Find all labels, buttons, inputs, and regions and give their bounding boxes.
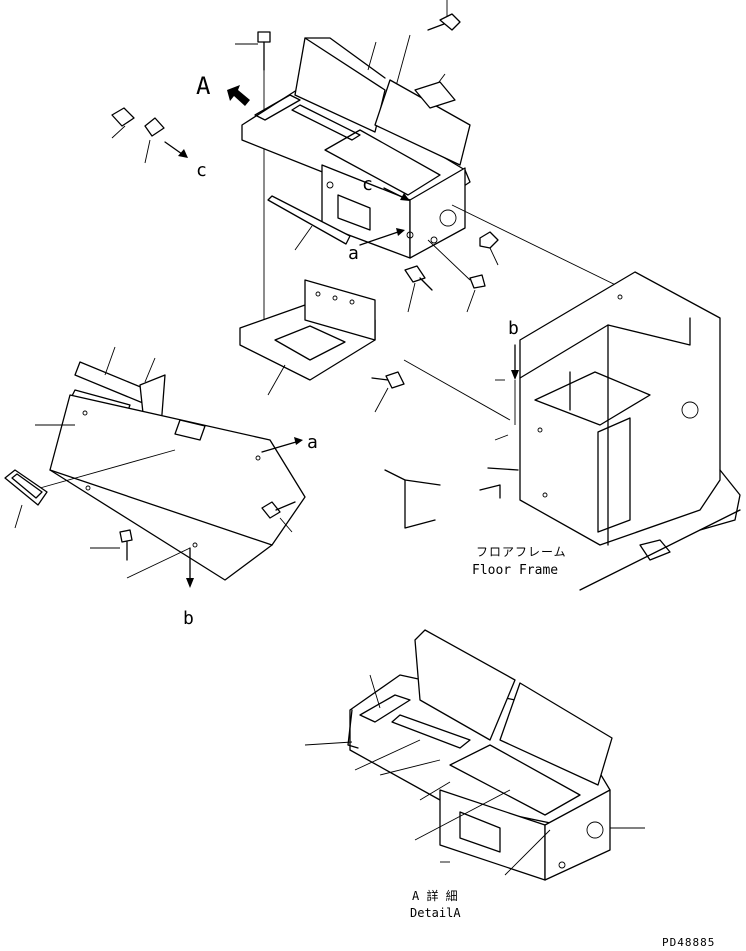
cover-bolt: [261, 501, 296, 533]
ref-b-bottom-label: b: [183, 608, 194, 629]
arrow-a-lower: [261, 437, 303, 453]
top-bolt: [235, 31, 271, 345]
detail-a-jp-label: A 詳 細: [412, 888, 458, 903]
ref-c-mid-label: c: [362, 174, 373, 195]
label-plate: [4, 469, 48, 529]
floor-frame: [519, 271, 741, 591]
lower-bracket: [239, 279, 376, 396]
view-a-arrow: [227, 85, 250, 106]
long-bar: [267, 195, 351, 251]
ref-b-top-label: b: [508, 318, 519, 339]
detail-a-assembly: [304, 629, 645, 881]
ref-a-lower-label: a: [307, 432, 318, 453]
left-bolt-nut: [111, 107, 188, 164]
drawing-code: PD48885: [662, 936, 715, 949]
arrow-b-top: [494, 344, 519, 441]
arrow-c-mid: [383, 187, 410, 201]
detail-a-en-label: DetailA: [410, 906, 461, 920]
ref-a-upper-label: a: [348, 243, 359, 264]
upper-bracket-assembly: [241, 37, 471, 259]
ref-c-left-label: c: [196, 160, 207, 181]
lower-left-bolt: [90, 529, 194, 588]
view-a-label: A: [196, 72, 211, 100]
small-bracket: [384, 467, 519, 529]
floor-frame-en-label: Floor Frame: [472, 563, 558, 578]
right-fasteners: [404, 204, 631, 313]
arrow-a-upper: [359, 228, 405, 246]
angle-piece: [414, 81, 456, 109]
floor-frame-jp-label: フロアフレーム: [476, 545, 567, 559]
mid-bolt: [371, 359, 511, 421]
left-cover-assembly: [35, 346, 306, 581]
